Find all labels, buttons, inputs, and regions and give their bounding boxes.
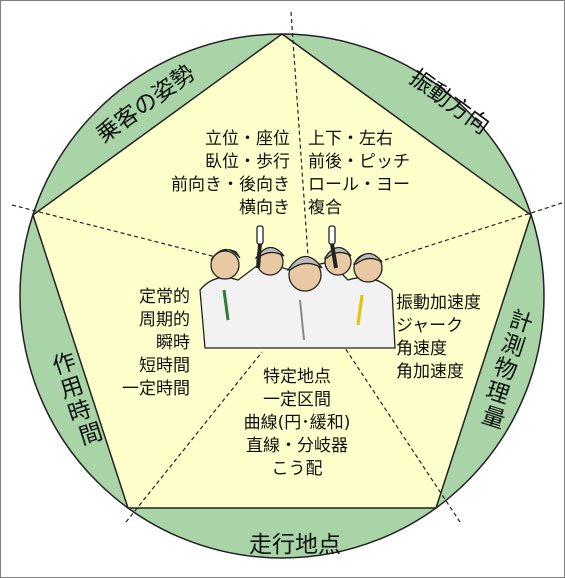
vibration-direction-item: 上下・左右 <box>308 129 393 149</box>
physical-quantity-item: 振動加速度 <box>396 293 481 313</box>
ring-label-duration: 作 用 時 間 <box>49 346 109 451</box>
running-location-item: 特定地点 <box>263 367 331 387</box>
posture-item: 立位・座位 <box>205 129 290 149</box>
posture-item: 横向き <box>239 198 290 218</box>
running-location-item: 直線・分岐器 <box>246 436 348 456</box>
sector-duration: 定常的 周期的 瞬時 短時間 一定時間 <box>122 287 190 399</box>
ring-label-running-location: 走行地点 <box>249 532 341 558</box>
divider-left <box>11 204 221 259</box>
dashed-dividers <box>11 11 563 523</box>
ring-label-physical-quantity: 計 測 物 理 量 <box>475 306 543 435</box>
vibration-direction-item: ロール・ヨー <box>308 175 410 195</box>
duration-item: 短時間 <box>139 356 190 376</box>
standing-passengers-illustration <box>199 225 396 349</box>
vibration-direction-item: 前後・ピッチ <box>308 152 410 172</box>
posture-item: 前向き・後向き <box>171 175 290 195</box>
physical-quantity-item: 角速度 <box>396 339 447 359</box>
sector-physical-quantity: 振動加速度 ジャーク 角速度 角加速度 <box>396 293 481 382</box>
posture-item: 臥位・歩行 <box>205 152 290 172</box>
duration-item: 一定時間 <box>122 379 190 399</box>
divider-top <box>290 11 309 257</box>
vibration-direction-item: 複合 <box>308 198 342 218</box>
duration-item: 周期的 <box>139 310 190 330</box>
duration-item: 定常的 <box>139 287 190 307</box>
divider-right <box>359 202 563 269</box>
physical-quantity-item: 角加速度 <box>396 362 464 382</box>
sector-vibration-direction: 上下・左右 前後・ピッチ ロール・ヨー 複合 <box>308 129 410 218</box>
divider-bottom-left <box>125 351 263 523</box>
running-location-item: こう配 <box>272 459 323 479</box>
running-location-item: 一定区間 <box>263 390 331 410</box>
sector-running-location: 特定地点 一定区間 曲線(円･緩和) 直線・分岐器 こう配 <box>244 367 351 479</box>
running-location-item: 曲線(円･緩和) <box>244 413 351 433</box>
physical-quantity-item: ジャーク <box>396 316 463 336</box>
sector-posture: 立位・座位 臥位・歩行 前向き・後向き 横向き <box>171 129 290 218</box>
duration-item: 瞬時 <box>156 333 190 353</box>
